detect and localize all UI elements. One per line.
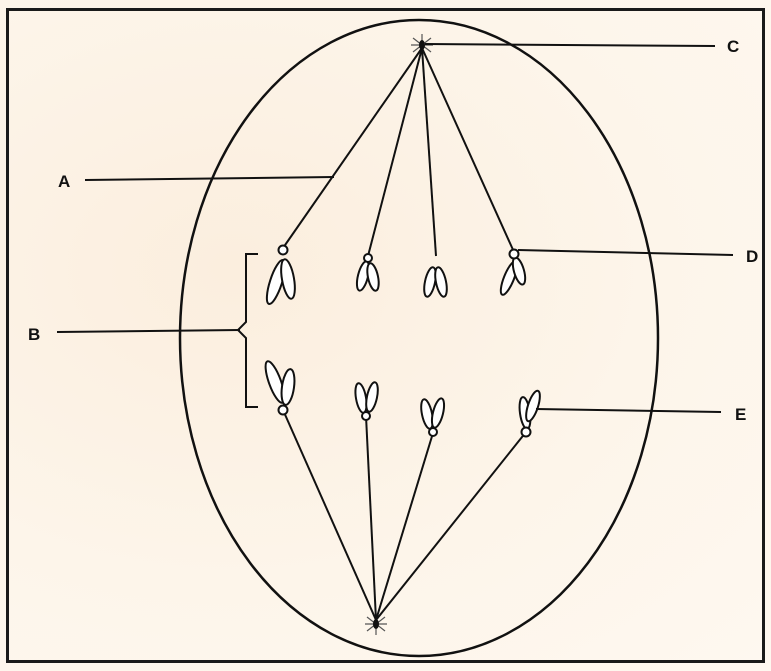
label-c: C: [727, 37, 739, 56]
spindle-fibers-top: [282, 47, 515, 257]
chromatid-upper-3: [423, 266, 448, 298]
leader-line-a: [84, 176, 335, 181]
bracket-b: [236, 253, 258, 408]
chromatid-upper-2: [355, 253, 380, 292]
leader-line-e: [535, 408, 722, 413]
leader-line-b: [56, 329, 241, 333]
chromatid-upper-1: [265, 244, 296, 305]
label-a: A: [58, 172, 70, 191]
leader-line-d: [517, 249, 734, 256]
chromatid-upper-4: [499, 248, 527, 296]
chromatid-lower-3: [420, 397, 446, 437]
chromatid-lower-2: [354, 381, 379, 421]
leader-line-c: [424, 43, 716, 47]
diagram-frame: [6, 8, 765, 663]
label-e: E: [735, 405, 746, 424]
label-d: D: [746, 247, 758, 266]
label-b: B: [28, 325, 40, 344]
chromatid-lower-4: [518, 389, 541, 438]
chromatid-lower-1: [264, 360, 296, 416]
centrosome-bottom: [365, 613, 387, 635]
cell-membrane: [178, 18, 660, 658]
spindle-fibers-bottom: [282, 409, 527, 621]
